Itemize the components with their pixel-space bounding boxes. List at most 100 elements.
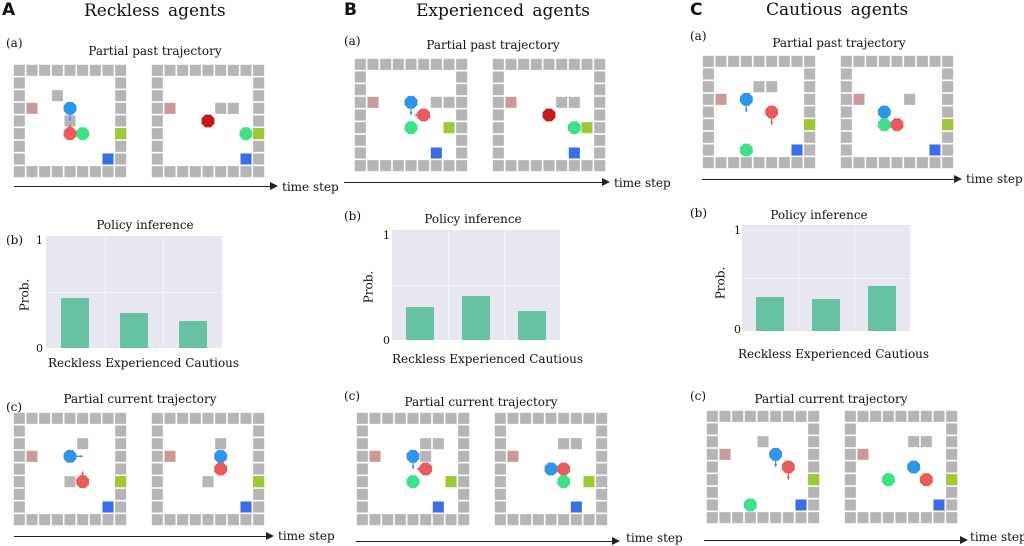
wall-cell: [492, 134, 504, 146]
green-agent: [404, 121, 418, 135]
wall-cell: [407, 412, 419, 424]
wall-cell: [253, 438, 265, 450]
blue-goal-square: [568, 147, 580, 159]
bar-cautious: [179, 321, 207, 348]
wall-cell: [844, 410, 856, 422]
blue-goal-square: [795, 499, 807, 511]
wall-cell: [706, 461, 718, 473]
wall-cell: [253, 463, 265, 475]
wall-cell: [89, 514, 101, 526]
wall-cell: [492, 147, 504, 159]
wall-cell: [804, 68, 816, 80]
wall-cell: [456, 147, 468, 159]
wall-cell: [354, 160, 366, 172]
wall-cell: [215, 514, 227, 526]
wall-cell: [568, 160, 580, 172]
y-tick-low: 0: [383, 334, 390, 347]
wall-cell: [840, 81, 852, 93]
red-agent: [63, 127, 77, 141]
wall-cell: [857, 512, 869, 524]
wall-cell: [840, 55, 852, 67]
wall-cell: [782, 512, 794, 524]
wall-cell: [51, 90, 63, 102]
wall-cell: [706, 512, 718, 524]
wall-cell: [706, 448, 718, 460]
y-tick-low: 0: [36, 342, 43, 355]
wall-cell: [492, 58, 504, 70]
wall-cell: [596, 425, 608, 437]
wall-cell: [456, 160, 468, 172]
wall-cell: [115, 153, 127, 165]
wall-cell: [164, 64, 176, 76]
wall-cell: [240, 412, 252, 424]
green-agent: [239, 127, 253, 141]
wall-cell: [766, 55, 778, 67]
past-grid-2: [840, 55, 954, 169]
arrow-head: [68, 124, 72, 128]
arrow-head: [411, 466, 415, 469]
pink-goal-square: [857, 448, 869, 460]
wall-cell: [253, 115, 265, 127]
wall-cell: [844, 461, 856, 473]
wall-cell: [844, 436, 856, 448]
wall-cell: [51, 166, 63, 178]
wall-cell: [596, 514, 608, 526]
yellow-goal-square: [445, 476, 457, 488]
wall-cell: [356, 488, 368, 500]
section-c-label: (c): [344, 389, 361, 403]
wall-cell: [770, 410, 782, 422]
wall-cell: [354, 96, 366, 108]
wall-cell: [518, 160, 530, 172]
wall-cell: [151, 166, 163, 178]
wall-cell: [13, 514, 25, 526]
wall-cell: [878, 55, 890, 67]
panel-letter: B: [344, 0, 357, 20]
wall-cell: [853, 157, 865, 169]
current-trajectory-title: Partial current trajectory: [404, 395, 558, 409]
wall-cell: [420, 438, 432, 450]
yellow-goal-square: [583, 476, 595, 488]
wall-cell: [866, 157, 878, 169]
wall-cell: [77, 412, 89, 424]
wall-cell: [853, 55, 865, 67]
bar-experienced: [462, 296, 490, 340]
arrow-head: [416, 467, 420, 471]
arrow-head: [786, 476, 790, 480]
wall-cell: [942, 106, 954, 118]
wall-cell: [151, 501, 163, 513]
wall-cell: [706, 423, 718, 435]
wall-cell: [227, 514, 239, 526]
wall-cell: [596, 463, 608, 475]
wall-cell: [492, 96, 504, 108]
wall-cell: [115, 438, 127, 450]
wall-cell: [808, 486, 820, 498]
wall-cell: [844, 499, 856, 511]
wall-cell: [570, 514, 582, 526]
wall-cell: [405, 58, 417, 70]
wall-cell: [13, 140, 25, 152]
y-tick-low: 0: [734, 323, 741, 336]
wall-cell: [702, 93, 714, 105]
wall-cell: [64, 64, 76, 76]
wall-cell: [115, 77, 127, 89]
wall-cell: [392, 58, 404, 70]
wall-cell: [804, 157, 816, 169]
arrow-head: [409, 112, 413, 115]
wall-cell: [458, 463, 470, 475]
bar-reckless: [756, 297, 784, 331]
wall-cell: [240, 64, 252, 76]
wall-cell: [581, 58, 593, 70]
x-category-labels: Reckless Experienced Cautious: [738, 347, 930, 361]
wall-cell: [458, 514, 470, 526]
wall-cell: [530, 58, 542, 70]
wall-cell: [151, 140, 163, 152]
wall-cell: [115, 140, 127, 152]
wall-cell: [26, 514, 38, 526]
wall-cell: [13, 450, 25, 462]
wall-cell: [492, 71, 504, 83]
wall-cell: [596, 476, 608, 488]
wall-cell: [804, 55, 816, 67]
green-agent: [76, 127, 90, 141]
wall-cell: [13, 425, 25, 437]
yellow-goal-square: [804, 119, 816, 131]
